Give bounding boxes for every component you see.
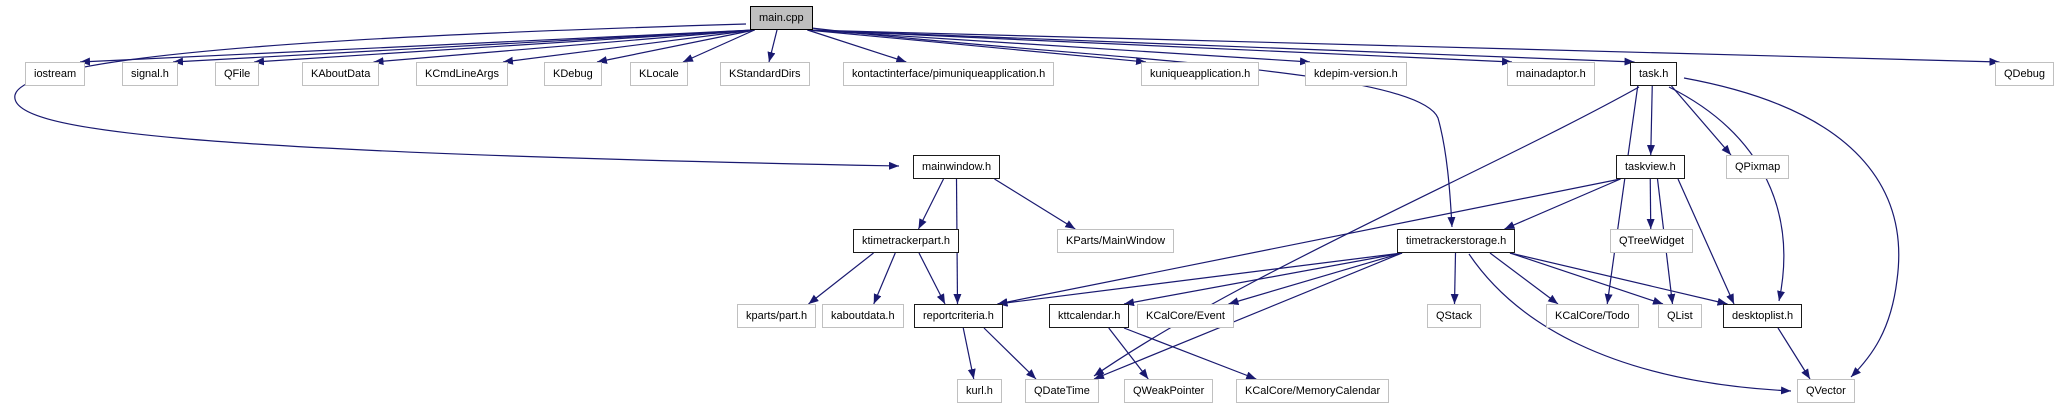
edge-desktoplist-to-qvector (1777, 327, 1811, 380)
node-klocale: KLocale (630, 62, 688, 86)
node-reportcriteria-h[interactable]: reportcriteria.h (914, 304, 1003, 328)
node-timetrackerstorage-h[interactable]: timetrackerstorage.h (1397, 229, 1516, 253)
node-kaboutdata-h: kaboutdata.h (822, 304, 904, 328)
edge-main-to-qfile (253, 29, 755, 66)
edge-storage-to-kcalevent (1228, 252, 1403, 306)
node-kdebug: KDebug (544, 62, 602, 86)
edge-main-to-kcmdlineargs (502, 29, 755, 65)
edge-main-to-mainwindow (14, 23, 900, 170)
edge-ktimetrackerpart-to-kpartspart (808, 252, 874, 305)
edge-main-to-kdebug (596, 29, 755, 64)
node-qdebug: QDebug (1995, 62, 2054, 86)
node-qstack: QStack (1427, 304, 1482, 328)
node-kcalcore-event: KCalCore/Event (1137, 304, 1234, 328)
edge-taskview-to-reportcriteria (997, 178, 1621, 306)
edge-kttcalendar-to-kcalmemcal (1123, 327, 1257, 380)
edge-main-to-kontact (807, 29, 907, 63)
edge-reportcriteria-to-kurl (962, 327, 976, 380)
edge-kttcalendar-to-qweakpointer (1108, 327, 1149, 380)
edge-mainwindow-to-ktimetrackerpart (917, 178, 945, 230)
node-kstandarddirs: KStandardDirs (720, 62, 810, 86)
edge-main-to-mainadaptor (807, 29, 1513, 66)
edge-ktimetrackerpart-to-kaboutdata_h (873, 252, 896, 305)
edge-storage-to-kttcalendar (1123, 252, 1403, 307)
edge-storage-to-qvector (1468, 253, 1792, 395)
node-kuniqueapplication-h: kuniqueapplication.h (1141, 62, 1260, 86)
edge-main-to-qdebug (807, 29, 2000, 66)
edge-ktimetrackerpart-to-reportcriteria (918, 252, 946, 305)
edge-task-to-qdatetime (1093, 86, 1640, 377)
edge-mainwindow-to-kpartsmainwindow (994, 178, 1076, 230)
node-task-h[interactable]: task.h (1630, 62, 1678, 86)
node-qtreewidget: QTreeWidget (1610, 229, 1694, 253)
edge-storage-to-qdatetime (1093, 252, 1403, 380)
node-kaboutdata: KAboutData (302, 62, 380, 86)
node-ktimetrackerpart-h[interactable]: ktimetrackerpart.h (853, 229, 960, 253)
node-iostream: iostream (25, 62, 86, 86)
node-kurl-h: kurl.h (957, 379, 1002, 403)
node-mainadaptor-h: mainadaptor.h (1507, 62, 1595, 86)
edge-main-to-kaboutdata_caps (373, 29, 755, 66)
node-qvector: QVector (1797, 379, 1855, 403)
node-qpixmap: QPixmap (1726, 155, 1790, 179)
edge-main-to-task (807, 29, 1635, 66)
node-kcalcore-todo: KCalCore/Todo (1546, 304, 1639, 328)
node-taskview-h[interactable]: taskview.h (1616, 155, 1685, 179)
node-kparts-part-h: kparts/part.h (737, 304, 817, 328)
edge-main-to-signal (172, 29, 755, 66)
node-kdepim-version-h: kdepim-version.h (1305, 62, 1407, 86)
node-signal-h: signal.h (122, 62, 178, 86)
node-kontactinterface-pimuniqueapplication-h: kontactinterface/pimuniqueapplication.h (843, 62, 1055, 86)
edge-task-to-taskview (1646, 85, 1655, 156)
edge-taskview-to-qtreewidget (1646, 178, 1655, 230)
edge-storage-to-reportcriteria (997, 252, 1403, 307)
edge-main-to-kstandarddirs (767, 29, 778, 63)
edge-task-to-desktoplist (1668, 86, 1785, 302)
node-qdatetime: QDateTime (1025, 379, 1099, 403)
edge-storage-to-qstack (1450, 252, 1459, 305)
edge-main-to-kdepimver (807, 29, 1311, 66)
edge-task-to-qpixmap (1671, 85, 1732, 156)
edge-task-to-qvector (1683, 77, 1900, 378)
node-kttcalendar-h[interactable]: kttcalendar.h (1049, 304, 1130, 328)
node-main-cpp: main.cpp (750, 6, 813, 30)
node-kcalcore-memorycalendar: KCalCore/MemoryCalendar (1236, 379, 1390, 403)
node-qfile: QFile (215, 62, 260, 86)
edge-storage-to-qlist (1509, 252, 1664, 305)
edge-main-to-iostream (79, 29, 755, 66)
node-desktoplist-h[interactable]: desktoplist.h (1723, 304, 1803, 328)
edge-taskview-to-storage (1504, 178, 1621, 230)
edge-main-to-klocale (682, 29, 755, 63)
node-qweakpointer: QWeakPointer (1124, 379, 1214, 403)
edge-taskview-to-desktoplist (1677, 178, 1735, 305)
edge-reportcriteria-to-qdatetime (983, 327, 1037, 380)
edge-task-to-kcaltodo (1604, 85, 1639, 305)
node-kparts-mainwindow: KParts/MainWindow (1057, 229, 1175, 253)
edge-storage-to-kcaltodo (1489, 252, 1559, 305)
edge-main-to-kunique (807, 29, 1147, 66)
node-kcmdlineargs: KCmdLineArgs (416, 62, 508, 86)
edge-main-to-storage (802, 26, 1456, 228)
edge-storage-to-desktoplist (1509, 252, 1728, 306)
node-mainwindow-h[interactable]: mainwindow.h (913, 155, 1001, 179)
node-qlist: QList (1658, 304, 1702, 328)
